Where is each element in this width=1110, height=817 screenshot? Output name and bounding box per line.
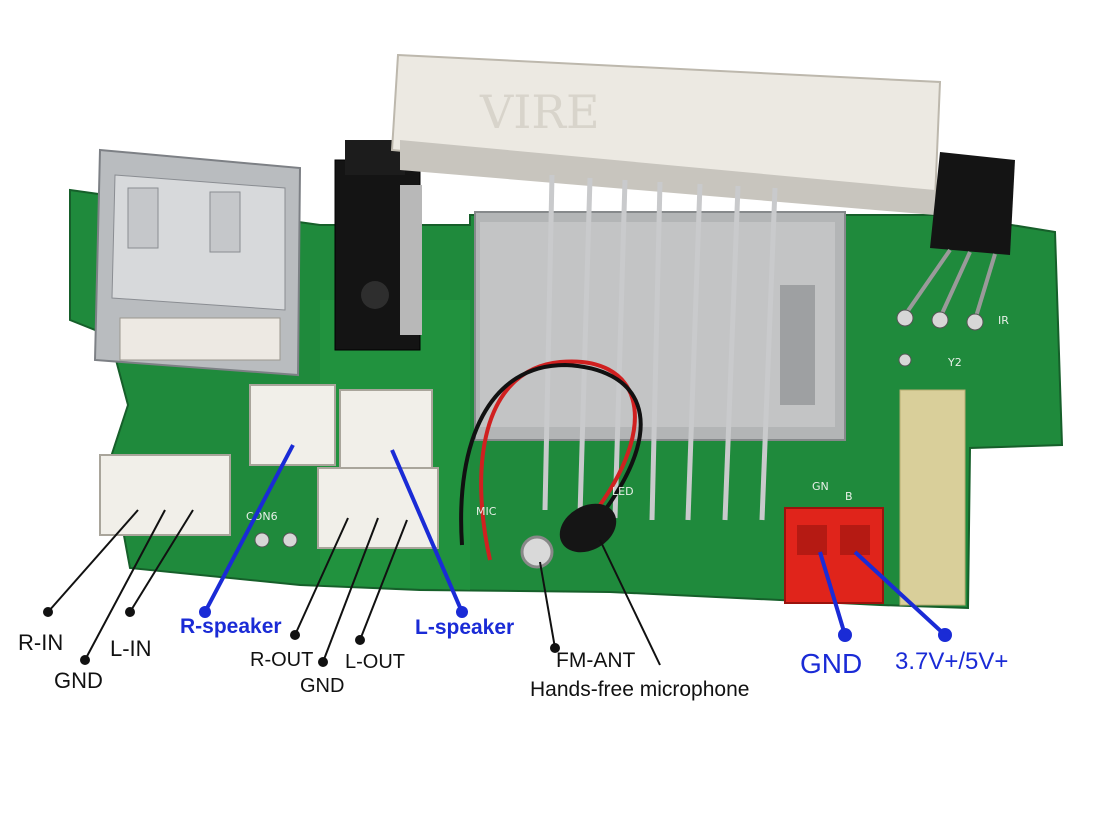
microphone-capsule: [559, 503, 617, 553]
ir-receiver: [903, 152, 1015, 321]
label-microphone: Hands-free microphone: [530, 678, 750, 701]
label-power-in: 3.7V+/5V+: [895, 648, 1009, 675]
solder-pads: [254, 309, 984, 548]
display-pins: [542, 174, 778, 521]
power-connector: [784, 507, 884, 604]
connector-r-speaker: [249, 384, 336, 466]
usb-port: [93, 148, 302, 377]
gold-pad: [899, 389, 966, 606]
label-l-speaker: L-speaker: [415, 616, 515, 639]
silk-y2: Y2: [947, 356, 962, 369]
label-l-out: L-OUT: [345, 651, 405, 673]
label-gnd-out: GND: [300, 675, 345, 697]
label-gnd-in: GND: [54, 668, 103, 693]
black-callout-dots: [43, 607, 560, 667]
silk-led: LED: [612, 485, 634, 498]
blue-callout-dots: [199, 606, 952, 642]
fm-ant-pad: [520, 535, 554, 569]
silk-mic: MIC: [476, 505, 497, 518]
connector-output: [317, 467, 439, 549]
silk-ir: IR: [998, 314, 1009, 327]
audio-jack: [334, 140, 422, 351]
label-r-speaker: R-speaker: [180, 615, 282, 638]
label-fm-ant: FM-ANT: [556, 649, 636, 672]
microphone-wire: [459, 359, 643, 561]
label-l-in: L-IN: [110, 636, 152, 661]
silk-gn: GN: [812, 480, 829, 493]
black-callouts: [47, 509, 661, 666]
blue-callouts: [203, 444, 947, 637]
label-r-out: R-OUT: [250, 649, 314, 671]
display-brand-text: VIRE: [479, 85, 600, 139]
label-gnd-power: GND: [800, 648, 863, 679]
connector-l-speaker: [339, 389, 433, 471]
silk-b: B: [845, 490, 853, 503]
display-module: VIRE: [390, 53, 942, 215]
connector-input: [99, 454, 231, 536]
label-r-in: R-IN: [18, 630, 64, 655]
